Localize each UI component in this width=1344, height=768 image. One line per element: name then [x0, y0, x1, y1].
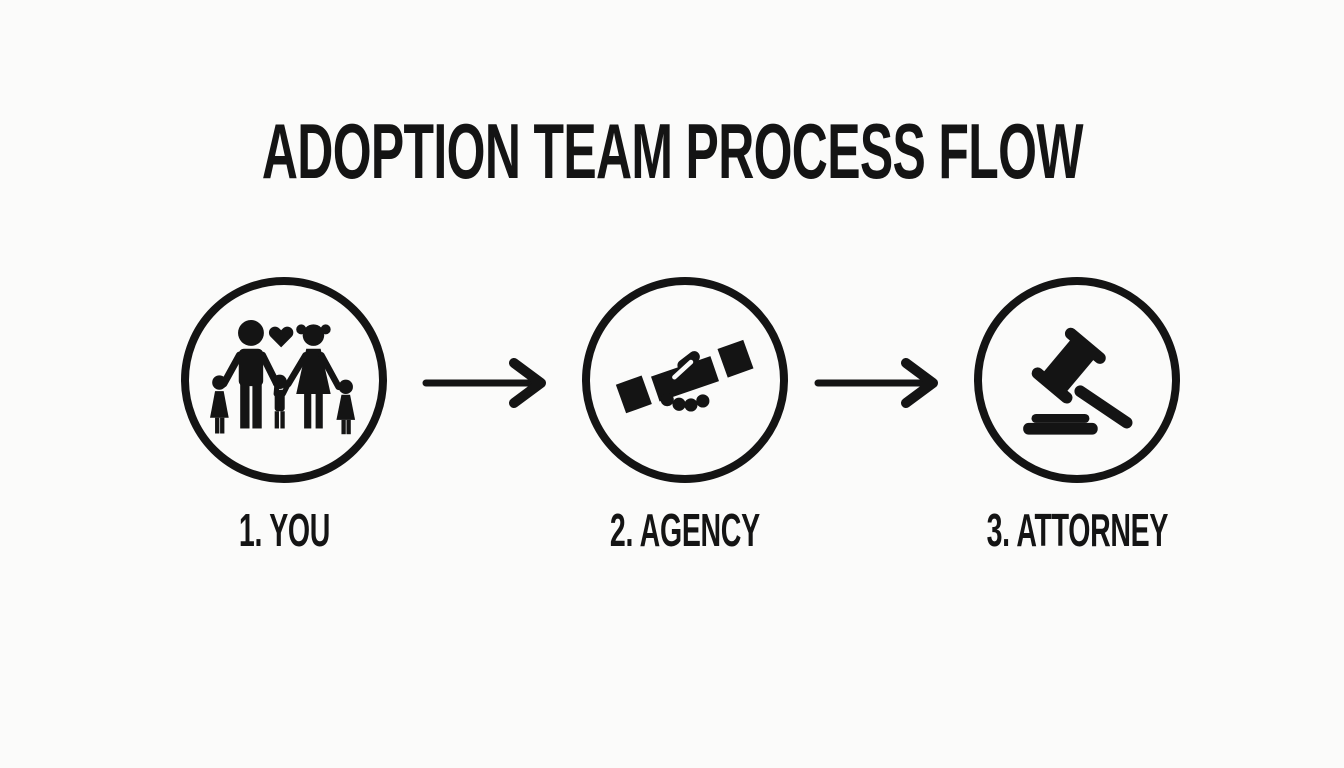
step-agency: 2. AGENCY [582, 277, 788, 553]
family-icon-circle [181, 277, 387, 483]
gavel-icon [1023, 327, 1133, 435]
step-you: 1. YOU [181, 277, 387, 553]
gavel-icon-circle [974, 277, 1180, 483]
handshake-icon [615, 339, 754, 413]
handshake-icon-circle [582, 277, 788, 483]
family-icon [210, 320, 356, 435]
page-title: ADOPTION TEAM PROCESS FLOW [0, 112, 1344, 190]
step-agency-label: 2. AGENCY [610, 504, 760, 556]
page-title-text: ADOPTION TEAM PROCESS FLOW [261, 107, 1084, 195]
step-attorney-label: 3. ATTORNEY [986, 504, 1168, 556]
step-attorney: 3. ATTORNEY [974, 277, 1180, 553]
arrow-right-icon [422, 358, 546, 408]
step-you-label: 1. YOU [238, 504, 330, 556]
arrow-right-icon [814, 358, 938, 408]
